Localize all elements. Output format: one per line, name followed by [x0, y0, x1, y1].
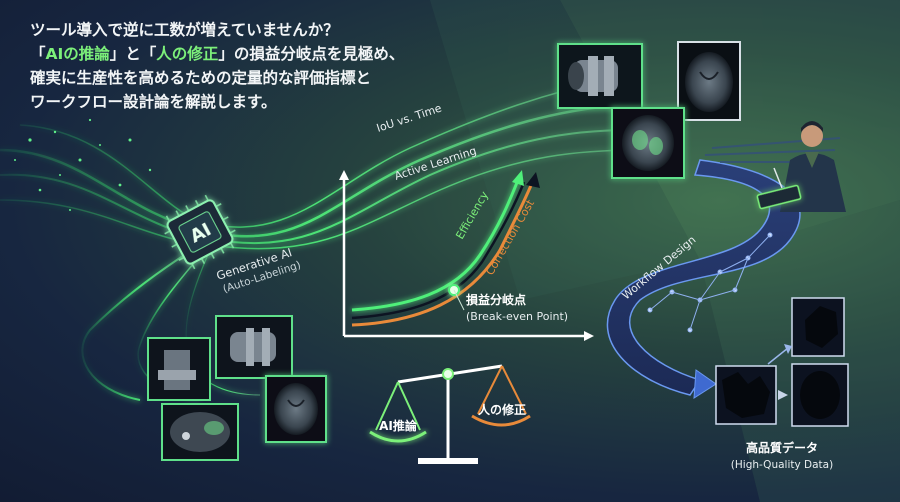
headline-line-2-rest: 」の損益分岐点を見極め、: [218, 45, 405, 63]
headline-ai-inference: AIの推論: [45, 45, 110, 63]
series-efficiency-line: [351, 179, 520, 312]
scale-label-human: 人の修正: [478, 402, 526, 417]
chip-caption: Generative AI (Auto-Labeling): [215, 245, 303, 295]
series-efficiency-label: Efficiency: [453, 189, 491, 242]
image-thumbnail-abdomen: [161, 403, 239, 461]
x-axis-arrow: [584, 331, 594, 341]
break-even-subtitle: (Break-even Point): [466, 310, 568, 323]
image-thumbnail-brain-bottom: [265, 375, 327, 443]
balance-scale-icon: AI推論 人の修正: [369, 364, 531, 464]
particles: [14, 118, 152, 211]
series-correction-cost-line: [351, 182, 534, 327]
efficiency-arrowhead: [512, 170, 524, 186]
headline-line-1: ツール導入で逆に工数が増えていませんか？: [30, 21, 339, 39]
scale-label-ai: AI推論: [379, 418, 418, 433]
headline-line-2: 「AIの推論」と「人の修正」の損益分岐点を見極め、: [30, 42, 500, 66]
image-thumbnail-pipe-left: [147, 337, 211, 401]
image-thumbnail-pipe-mid: [215, 315, 293, 379]
correction-arrowhead: [526, 172, 540, 188]
image-thumbnail-brain-green: [611, 107, 685, 179]
output-masks: [715, 297, 849, 427]
headline: ツール導入で逆に工数が増えていませんか？ 「AIの推論」と「人の修正」の損益分岐…: [30, 18, 500, 114]
headline-bracket-mid: 」と「: [109, 45, 157, 63]
annotation-leader: [453, 289, 465, 311]
series-shadow-line: [351, 181, 526, 320]
image-thumbnail-brain-top: [677, 41, 741, 121]
ai-chip-icon: AI: [164, 194, 236, 270]
headline-line-4: ワークフロー設計論を解説します。: [30, 93, 277, 111]
output-subtitle: (High-Quality Data): [731, 459, 833, 471]
output-title: 高品質データ: [746, 440, 818, 455]
headline-bracket-open: 「: [30, 45, 46, 63]
break-even-title: 損益分岐点: [466, 292, 526, 307]
image-thumbnail-pipe-top: [557, 43, 643, 109]
headline-line-3: 確実に生産性を高めるための定量的な評価指標と: [30, 69, 372, 87]
y-axis-arrow: [339, 170, 349, 180]
headline-human-correction: 人の修正: [156, 45, 219, 63]
annotator-person-icon: [756, 121, 846, 212]
workflow-ribbon: [606, 137, 841, 399]
